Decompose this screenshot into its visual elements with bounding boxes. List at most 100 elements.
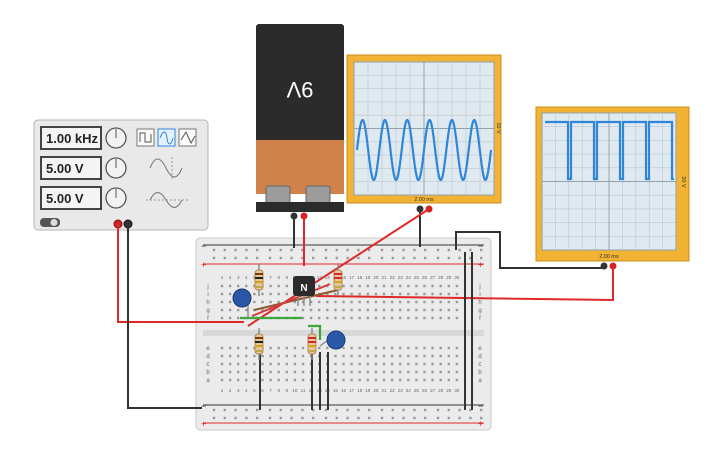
rail-hole[interactable] xyxy=(391,416,394,420)
breadboard-hole[interactable] xyxy=(439,354,442,358)
breadboard-hole[interactable] xyxy=(374,308,378,312)
breadboard-hole[interactable] xyxy=(447,378,450,382)
breadboard-hole[interactable] xyxy=(228,370,232,374)
breadboard-hole[interactable] xyxy=(334,292,337,296)
breadboard-hole[interactable] xyxy=(293,362,297,366)
wire-fg-ground[interactable] xyxy=(127,224,202,409)
breadboard-hole[interactable] xyxy=(382,354,386,358)
breadboard-hole[interactable] xyxy=(293,308,297,312)
rail-hole[interactable] xyxy=(436,416,440,420)
breadboard-hole[interactable] xyxy=(237,354,240,358)
breadboard-hole[interactable] xyxy=(407,346,410,350)
breadboard-hole[interactable] xyxy=(407,316,410,320)
breadboard-hole[interactable] xyxy=(293,300,297,304)
breadboard-hole[interactable] xyxy=(439,292,442,296)
rail-hole[interactable] xyxy=(368,408,371,412)
sine-wave-button[interactable] xyxy=(157,128,176,147)
rail-hole[interactable] xyxy=(413,256,416,260)
breadboard-hole[interactable] xyxy=(293,378,297,382)
rail-hole[interactable] xyxy=(380,248,384,252)
breadboard-hole[interactable] xyxy=(390,362,394,366)
breadboard-hole[interactable] xyxy=(366,308,369,312)
breadboard-hole[interactable] xyxy=(382,284,386,288)
breadboard-hole[interactable] xyxy=(407,354,410,358)
wire-jumper-red[interactable] xyxy=(251,283,331,317)
rail-hole[interactable] xyxy=(279,248,282,252)
breadboard-hole[interactable] xyxy=(366,370,369,374)
rail-hole[interactable] xyxy=(346,256,349,260)
rail-hole[interactable] xyxy=(436,256,440,260)
rail-hole[interactable] xyxy=(335,256,338,260)
breadboard-hole[interactable] xyxy=(439,300,442,304)
rail-hole[interactable] xyxy=(368,248,371,252)
breadboard-hole[interactable] xyxy=(350,378,353,382)
breadboard-hole[interactable] xyxy=(358,308,361,312)
breadboard-hole[interactable] xyxy=(293,370,297,374)
breadboard-hole[interactable] xyxy=(261,292,264,296)
breadboard-hole[interactable] xyxy=(253,284,256,288)
rail-hole[interactable] xyxy=(413,408,416,412)
breadboard-hole[interactable] xyxy=(245,370,248,374)
breadboard-hole[interactable] xyxy=(261,308,264,312)
rail-hole[interactable] xyxy=(458,248,461,252)
breadboard-hole[interactable] xyxy=(334,362,337,366)
breadboard-hole[interactable] xyxy=(326,292,329,296)
breadboard-hole[interactable] xyxy=(390,354,394,358)
breadboard-hole[interactable] xyxy=(399,378,402,382)
breadboard-hole[interactable] xyxy=(269,284,272,288)
rail-hole[interactable] xyxy=(380,416,384,420)
breadboard-hole[interactable] xyxy=(366,354,369,358)
rail-hole[interactable] xyxy=(424,408,427,412)
battery-9v[interactable]: 9V xyxy=(256,24,344,220)
breadboard-hole[interactable] xyxy=(301,370,305,374)
rail-hole[interactable] xyxy=(223,248,226,252)
rail-hole[interactable] xyxy=(223,256,226,260)
breadboard-hole[interactable] xyxy=(431,346,434,350)
breadboard-hole[interactable] xyxy=(269,378,272,382)
rail-hole[interactable] xyxy=(391,408,394,412)
breadboard-hole[interactable] xyxy=(447,316,450,320)
breadboard-hole[interactable] xyxy=(228,292,232,296)
rail-hole[interactable] xyxy=(447,256,450,260)
breadboard-hole[interactable] xyxy=(358,292,361,296)
rail-hole[interactable] xyxy=(234,416,237,420)
breadboard-hole[interactable] xyxy=(301,308,305,312)
breadboard-hole[interactable] xyxy=(342,346,345,350)
capacitor-c2[interactable] xyxy=(319,330,346,350)
breadboard-hole[interactable] xyxy=(390,370,394,374)
breadboard-hole[interactable] xyxy=(455,284,459,288)
breadboard-hole[interactable] xyxy=(431,354,434,358)
breadboard-hole[interactable] xyxy=(455,292,459,296)
breadboard-hole[interactable] xyxy=(431,378,434,382)
rail-hole[interactable] xyxy=(212,408,216,412)
breadboard-hole[interactable] xyxy=(228,284,232,288)
breadboard-hole[interactable] xyxy=(447,292,450,296)
rail-hole[interactable] xyxy=(301,408,304,412)
breadboard-hole[interactable] xyxy=(439,362,442,366)
breadboard-hole[interactable] xyxy=(423,354,426,358)
breadboard-hole[interactable] xyxy=(374,284,378,288)
breadboard-hole[interactable] xyxy=(447,362,450,366)
breadboard-hole[interactable] xyxy=(253,292,256,296)
rail-hole[interactable] xyxy=(458,256,461,260)
rail-hole[interactable] xyxy=(256,256,259,260)
breadboard-hole[interactable] xyxy=(431,284,434,288)
breadboard-hole[interactable] xyxy=(382,346,386,350)
breadboard-hole[interactable] xyxy=(350,362,353,366)
rail-hole[interactable] xyxy=(402,256,405,260)
breadboard-hole[interactable] xyxy=(301,362,305,366)
breadboard-hole[interactable] xyxy=(390,316,394,320)
breadboard-hole[interactable] xyxy=(334,316,337,320)
breadboard-hole[interactable] xyxy=(439,316,442,320)
breadboard-hole[interactable] xyxy=(253,354,256,358)
battery-terminal-left[interactable] xyxy=(265,185,291,205)
rail-hole[interactable] xyxy=(447,416,450,420)
breadboard-hole[interactable] xyxy=(455,370,459,374)
rail-hole[interactable] xyxy=(458,408,461,412)
breadboard-hole[interactable] xyxy=(390,292,394,296)
breadboard-hole[interactable] xyxy=(277,354,280,358)
breadboard-hole[interactable] xyxy=(277,300,280,304)
breadboard-hole[interactable] xyxy=(366,346,369,350)
breadboard-hole[interactable] xyxy=(334,300,337,304)
breadboard-hole[interactable] xyxy=(455,354,459,358)
